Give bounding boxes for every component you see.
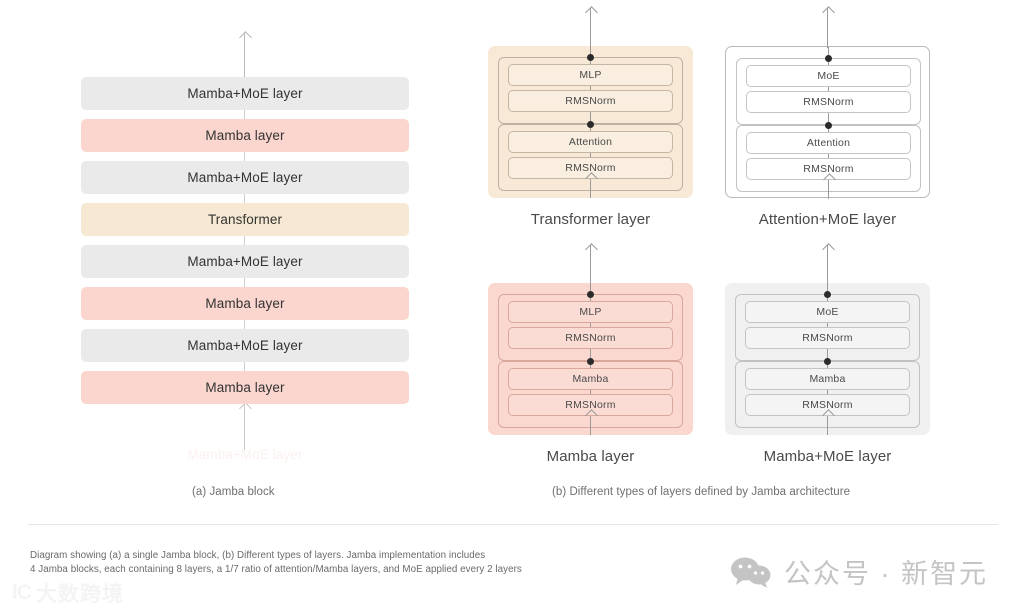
watermark-dashukuajing: IC 大数跨境 (12, 578, 124, 608)
module-chip: MLP (508, 301, 673, 323)
subcaption-jamba-block: (a) Jamba block (192, 486, 275, 498)
module-chip: Attention (508, 131, 673, 153)
residual-junction-dot (824, 55, 832, 62)
panel-output-arrow-icon (590, 8, 591, 48)
footer-divider (28, 524, 998, 525)
figure-caption-line-2: 4 Jamba blocks, each containing 8 layers… (30, 564, 522, 575)
residual-junction-dot (824, 122, 832, 129)
dashukuajing-logo-icon: IC (12, 581, 32, 604)
module-chip: MLP (508, 64, 673, 86)
jamba-bar: Mamba layer (81, 371, 409, 404)
module-chip: Attention (746, 132, 911, 154)
watermark-wechat: 公众号 · 新智元 (730, 552, 988, 591)
jamba-bar: Mamba+MoE layer (81, 77, 409, 110)
jamba-bar: Mamba layer (81, 119, 409, 152)
panel-label: Transformer layer (530, 211, 651, 228)
residual-junction-dot (586, 291, 594, 298)
jamba-input-arrow-icon (244, 404, 245, 450)
module-chip: RMSNorm (508, 394, 673, 416)
subcaption-layer-types: (b) Different types of layers defined by… (552, 486, 851, 498)
module-chip: RMSNorm (745, 394, 910, 416)
panel-label: Mamba+MoE layer (763, 448, 892, 465)
figure-caption: Diagram showing (a) a single Jamba block… (30, 549, 590, 577)
jamba-bar: Mamba+MoE layer (81, 245, 409, 278)
module-chip: RMSNorm (508, 327, 673, 349)
panel-output-arrow-icon (827, 8, 828, 48)
residual-junction-dot (586, 358, 594, 365)
layer-panel-transformer: MLP RMSNorm Attention RMSNorm Transforme… (488, 8, 693, 228)
panel-output-arrow-icon (590, 245, 591, 285)
residual-junction-dot (586, 121, 594, 128)
jamba-connector-line (244, 77, 245, 399)
jamba-block-figure: Mamba+MoE layer Mamba layer Mamba+MoE la… (0, 0, 490, 505)
watermark-right-label: 公众号 · 新智元 (784, 559, 988, 589)
panel-label: Mamba layer (546, 448, 635, 465)
jamba-bar: Mamba+MoE layer (81, 329, 409, 362)
layer-panel-attention-moe: MoE RMSNorm Attention RMSNorm Attention+… (725, 8, 930, 228)
layer-panel-mamba: MLP RMSNorm Mamba RMSNorm Mamba layer (488, 245, 693, 465)
jamba-output-arrow-icon (244, 33, 245, 77)
figure-caption-line-1: Diagram showing (a) a single Jamba block… (30, 550, 486, 561)
module-chip: RMSNorm (508, 90, 673, 112)
module-chip: MoE (746, 65, 911, 87)
watermark-left-label: 大数跨境 (36, 583, 124, 606)
residual-junction-dot (823, 358, 831, 365)
jamba-bar: Mamba+MoE layer (81, 161, 409, 194)
module-chip: RMSNorm (745, 327, 910, 349)
module-chip: Mamba (508, 368, 673, 390)
residual-junction-dot (823, 291, 831, 298)
jamba-layer-stack: Mamba+MoE layer Mamba layer Mamba+MoE la… (81, 77, 409, 413)
layer-types-figure: MLP RMSNorm Attention RMSNorm Transforme… (470, 0, 1024, 505)
wechat-icon (730, 556, 772, 588)
jamba-bar: Transformer (81, 203, 409, 236)
module-chip: RMSNorm (746, 91, 911, 113)
panel-output-arrow-icon (827, 245, 828, 285)
jamba-faded-bar-label: Mamba+MoE layer (187, 446, 303, 462)
module-chip: RMSNorm (508, 157, 673, 179)
module-chip: Mamba (745, 368, 910, 390)
layer-panel-mamba-moe: MoE RMSNorm Mamba RMSNorm Mamba+MoE laye… (725, 245, 930, 465)
module-chip: RMSNorm (746, 158, 911, 180)
residual-junction-dot (586, 54, 594, 61)
panel-label: Attention+MoE layer (758, 211, 897, 228)
jamba-bar: Mamba layer (81, 287, 409, 320)
module-chip: MoE (745, 301, 910, 323)
